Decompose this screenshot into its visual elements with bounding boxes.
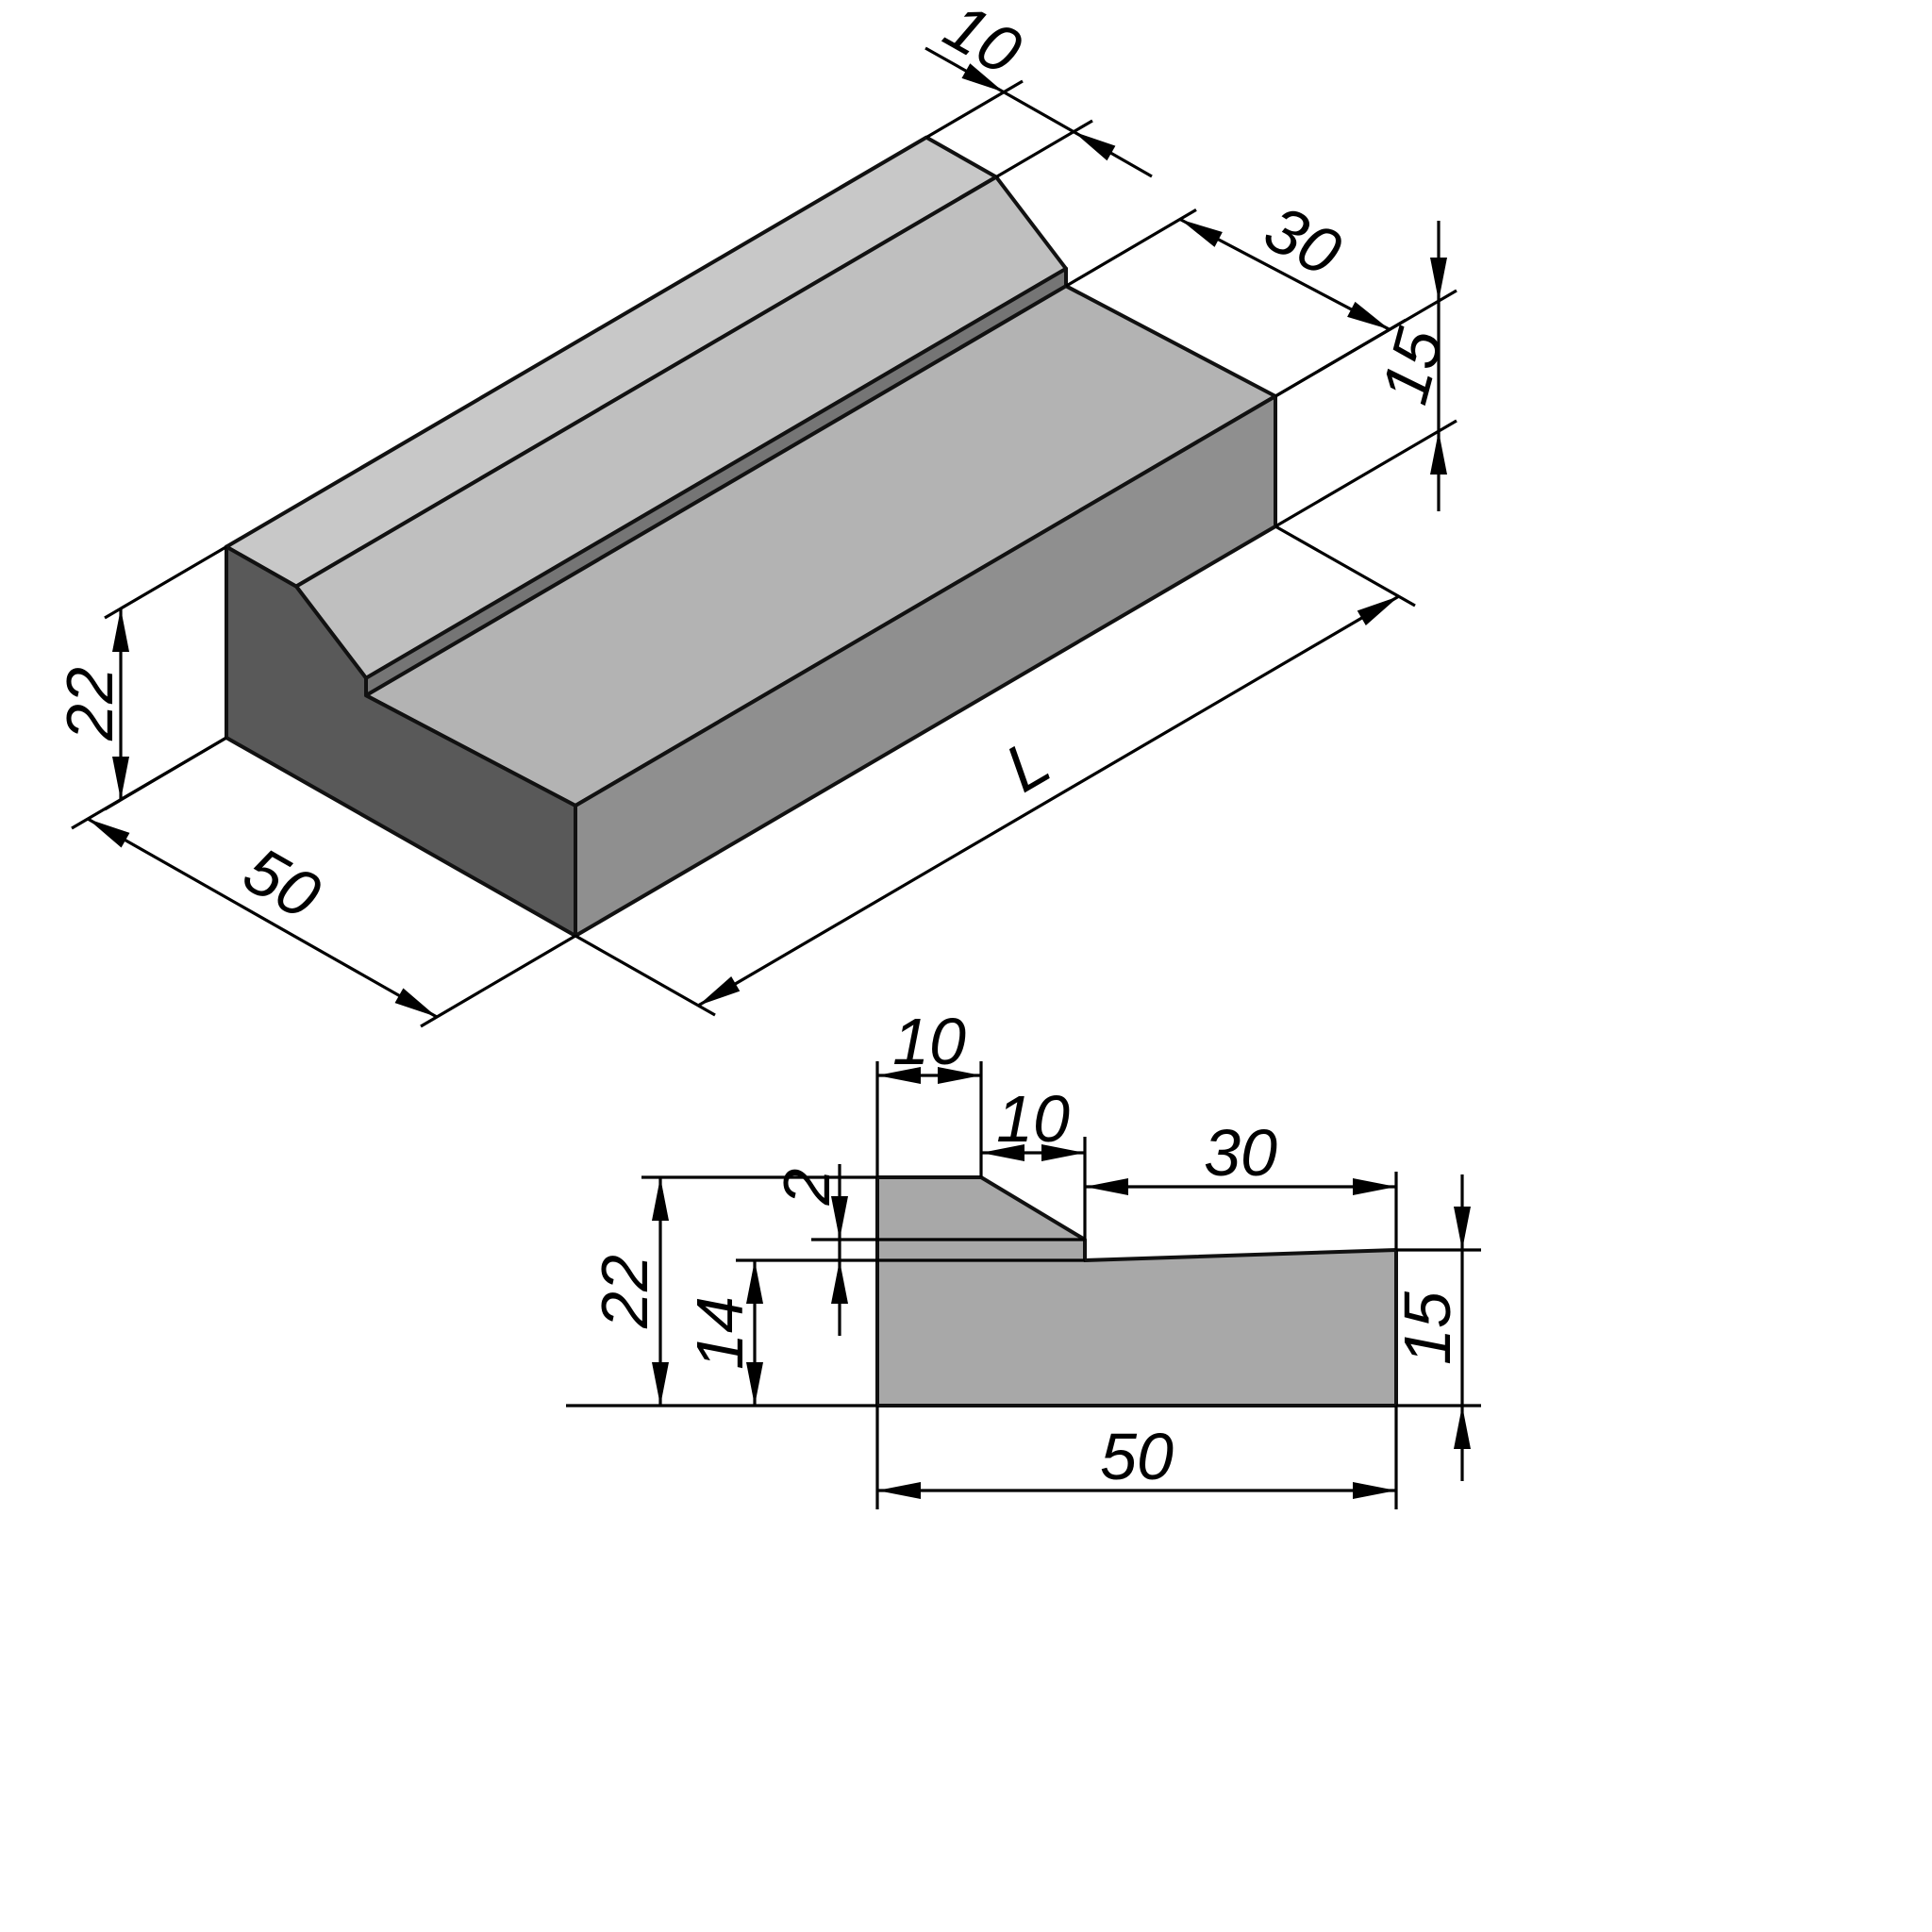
dimension-line <box>87 817 438 1019</box>
isometric-view: 10 30 15 22 <box>53 0 1457 1028</box>
extension-line <box>71 736 227 830</box>
dim-section-step-height-label: 2 <box>770 1169 843 1207</box>
cross-section-view: 10 10 30 2 <box>566 1005 1481 1509</box>
iso-dimensions: 10 30 15 22 <box>53 0 1457 1028</box>
dim-section-slope-width: 10 <box>981 1082 1087 1240</box>
dim-section-top-flat-width: 10 <box>875 1005 983 1177</box>
dim-section-total-width-label: 50 <box>1100 1420 1174 1493</box>
dim-section-step-level-height-label: 14 <box>683 1296 757 1370</box>
section-profile <box>875 1175 1398 1407</box>
dim-iso-lower-surface-width-label: 30 <box>1253 191 1352 290</box>
extension-line <box>104 545 227 620</box>
dim-section-lower-surface-width: 30 <box>1085 1116 1398 1250</box>
extension-line <box>995 119 1093 178</box>
section-dimensions: 10 10 30 2 <box>566 1005 1481 1509</box>
iso-front-face <box>225 544 577 938</box>
dim-iso-left-height: 22 <box>53 545 227 811</box>
extension-line <box>420 934 576 1028</box>
extension-line <box>1274 419 1457 528</box>
dim-iso-top-width: 10 <box>924 0 1153 178</box>
dimension-line <box>1003 91 1074 133</box>
extension-line <box>1274 289 1457 398</box>
dimension-arrow-line <box>1073 130 1153 178</box>
dim-section-right-height: 15 <box>1391 1174 1481 1481</box>
dim-section-top-flat-width-label: 10 <box>892 1005 966 1078</box>
extension-line <box>1065 208 1197 288</box>
extension-line <box>925 79 1024 139</box>
dim-iso-total-width-label: 50 <box>232 833 332 933</box>
extension-line <box>575 934 716 1017</box>
dim-iso-top-width-label: 10 <box>933 0 1033 89</box>
dim-section-slope-width-label: 10 <box>996 1082 1070 1156</box>
dim-section-left-height: 22 <box>566 1175 877 1407</box>
dim-section-step-level-height: 14 <box>683 1260 763 1406</box>
dimension-line <box>1179 218 1391 331</box>
dimension-line <box>697 594 1400 1008</box>
dimension-arrow-line <box>924 46 1005 93</box>
dim-section-left-height-label: 22 <box>588 1255 661 1329</box>
dim-section-step-height: 2 <box>736 1164 1085 1336</box>
dim-iso-left-height-label: 22 <box>53 667 126 741</box>
dim-section-right-height-label: 15 <box>1391 1291 1464 1365</box>
extension-line <box>1274 525 1416 608</box>
dim-section-lower-surface-width-label: 30 <box>1204 1116 1277 1190</box>
dim-section-total-width: 50 <box>875 1406 1398 1509</box>
dim-iso-length-label: L <box>993 724 1062 807</box>
